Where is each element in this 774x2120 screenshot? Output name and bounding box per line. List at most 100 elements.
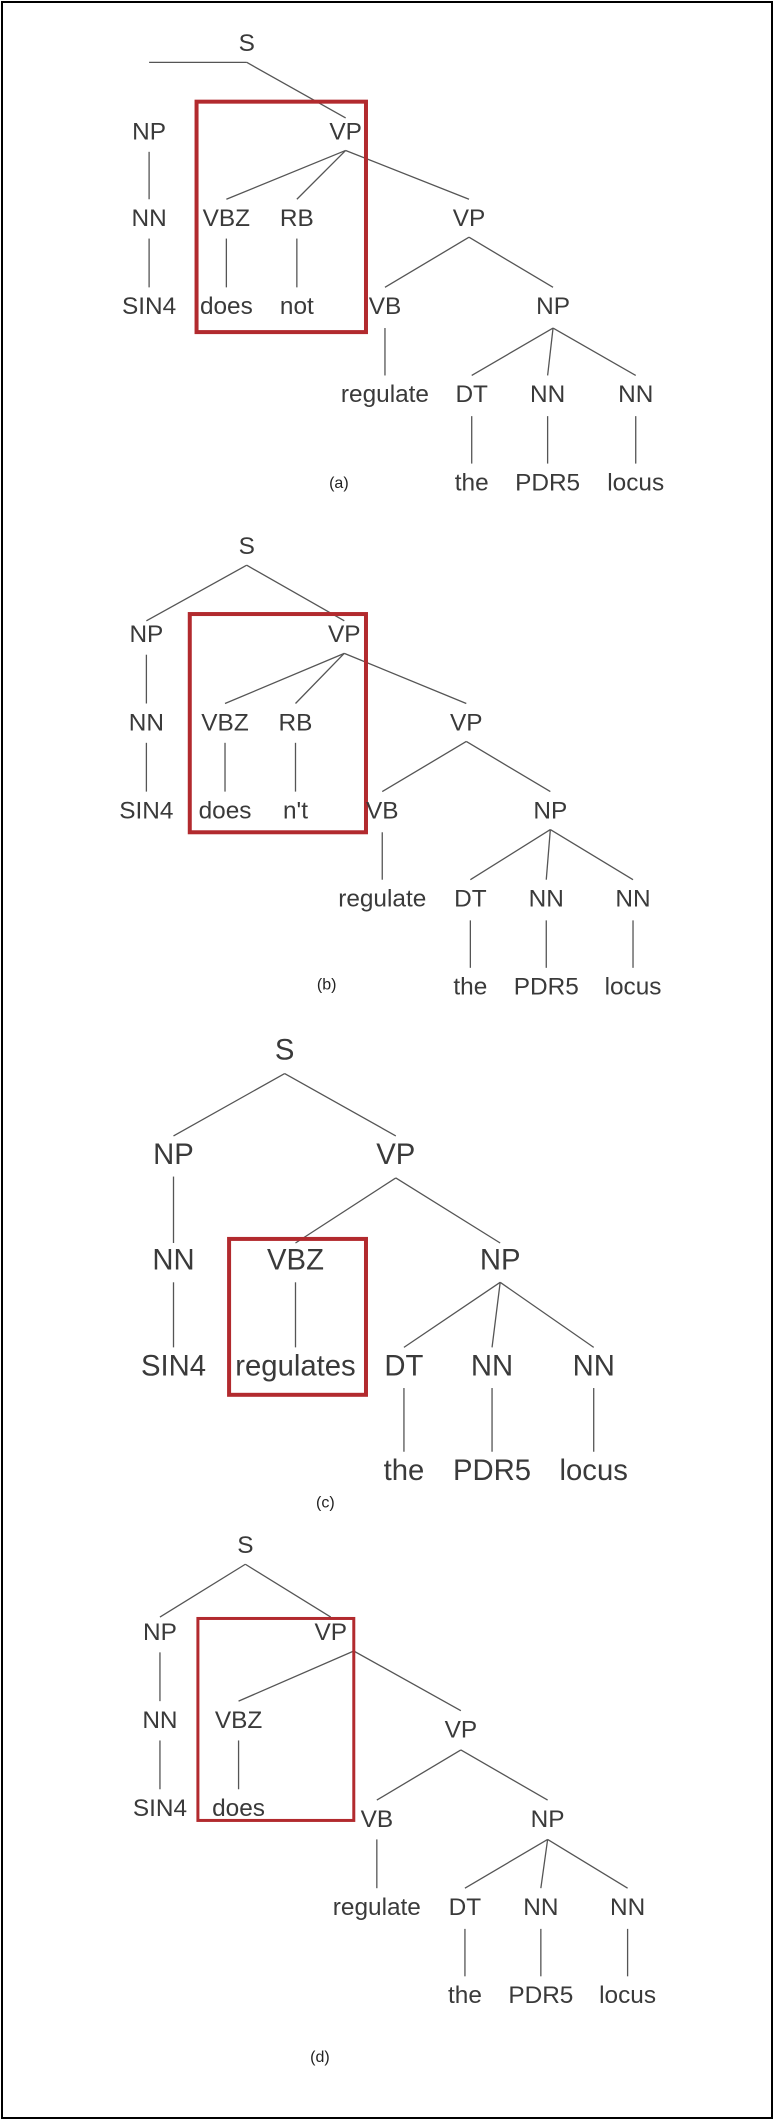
subfigure-caption: (c) bbox=[316, 1494, 335, 1511]
tree-edge bbox=[245, 1563, 332, 1618]
tree-node-np2: NP bbox=[480, 1245, 521, 1277]
tree-edge bbox=[470, 829, 551, 881]
tree-node-the: the bbox=[384, 1455, 425, 1487]
tree-edge bbox=[395, 1177, 501, 1244]
tree-node-locus: locus bbox=[607, 469, 664, 496]
tree-node-the: the bbox=[448, 1982, 482, 2009]
tree-node-sin4: SIN4 bbox=[122, 293, 176, 320]
tree-node-vp: VP bbox=[376, 1139, 415, 1171]
tree-node-pdr5: PDR5 bbox=[514, 974, 579, 1001]
tree-edge bbox=[146, 564, 248, 622]
tree-node-nn3: NN bbox=[618, 381, 653, 408]
tree-edge bbox=[295, 652, 345, 704]
highlight-box bbox=[187, 612, 368, 835]
tree-node-s: S bbox=[275, 1035, 295, 1067]
tree-node-vp2: VP bbox=[450, 709, 483, 736]
tree-node-sin4: SIN4 bbox=[119, 797, 173, 824]
tree-node-vp2: VP bbox=[445, 1716, 478, 1743]
highlight-box bbox=[194, 99, 368, 335]
tree-node-rb: RB bbox=[280, 205, 314, 232]
tree-node-does: does bbox=[199, 797, 252, 824]
tree-edge bbox=[246, 61, 346, 119]
tree-edge bbox=[159, 1563, 246, 1618]
tree-node-nn: NN bbox=[129, 709, 164, 736]
tree-node-dt: DT bbox=[454, 885, 487, 912]
tree-node-np: NP bbox=[143, 1619, 177, 1646]
tree-node-rb: RB bbox=[279, 709, 313, 736]
tree-edge bbox=[464, 1838, 548, 1889]
tree-node-does: does bbox=[212, 1795, 265, 1822]
tree-edge bbox=[376, 1749, 462, 1801]
tree-node-nn2: NN bbox=[530, 381, 565, 408]
tree-node-regulate: regulate bbox=[341, 381, 429, 408]
tree-node-nn2: NN bbox=[471, 1350, 513, 1382]
tree-node-nn3: NN bbox=[573, 1350, 615, 1382]
tree-edge bbox=[353, 1650, 462, 1712]
tree-node-np: NP bbox=[132, 118, 166, 145]
tree-node-s: S bbox=[237, 1532, 253, 1559]
subfigure-caption: (b) bbox=[317, 977, 337, 994]
tree-node-vb: VB bbox=[369, 293, 402, 320]
tree-node-nn: NN bbox=[152, 1245, 194, 1277]
tree-node-locus: locus bbox=[599, 1982, 656, 2009]
tree-node-vp2: VP bbox=[453, 205, 486, 232]
tree-edge bbox=[296, 150, 347, 200]
tree-node-np2: NP bbox=[531, 1806, 565, 1833]
tree-node-pdr5: PDR5 bbox=[515, 469, 580, 496]
tree-node-np: NP bbox=[153, 1139, 194, 1171]
tree-node-regulate: regulate bbox=[338, 885, 426, 912]
subfigure-caption: (a) bbox=[329, 475, 349, 492]
tree-node-locus: locus bbox=[560, 1455, 628, 1487]
tree-edge bbox=[403, 1281, 501, 1348]
tree-node-vbz: VBZ bbox=[267, 1245, 324, 1277]
tree-edge bbox=[344, 652, 467, 705]
tree-edge bbox=[460, 1749, 548, 1801]
tree-edge bbox=[173, 1072, 285, 1137]
tree-node-dt: DT bbox=[449, 1894, 482, 1921]
tree-node-sin4: SIN4 bbox=[133, 1795, 187, 1822]
tree-node-vp: VP bbox=[329, 118, 362, 145]
tree-edge bbox=[471, 327, 554, 377]
tree-node-not: n't bbox=[283, 797, 308, 824]
tree-node-nn2: NN bbox=[523, 1894, 558, 1921]
tree-node-sin4: SIN4 bbox=[141, 1350, 206, 1382]
tree-node-nn2: NN bbox=[529, 885, 564, 912]
tree-edge bbox=[238, 1650, 355, 1702]
highlight-box bbox=[227, 1236, 368, 1397]
tree-edge bbox=[295, 1177, 397, 1244]
tree-node-vbz: VBZ bbox=[203, 205, 251, 232]
tree-node-nn: NN bbox=[142, 1707, 177, 1734]
tree-node-vbz: VBZ bbox=[215, 1707, 263, 1734]
tree-node-regulate: regulate bbox=[333, 1894, 421, 1921]
tree-node-np2: NP bbox=[536, 293, 570, 320]
tree-node-dt: DT bbox=[455, 381, 488, 408]
tree-node-regulates: regulates bbox=[235, 1350, 355, 1382]
tree-edge bbox=[246, 564, 345, 622]
tree-edge bbox=[384, 236, 470, 288]
tree-node-not: not bbox=[280, 293, 314, 320]
tree-node-vb: VB bbox=[366, 797, 399, 824]
tree-node-nn: NN bbox=[131, 205, 166, 232]
tree-edge bbox=[546, 327, 554, 376]
tree-node-np: NP bbox=[129, 621, 163, 648]
tree-edge bbox=[499, 1281, 595, 1348]
tree-edge bbox=[491, 1282, 501, 1348]
tree-node-the: the bbox=[453, 974, 487, 1001]
tree-edge bbox=[552, 327, 637, 377]
tree-node-nn3: NN bbox=[615, 885, 650, 912]
tree-node-vb: VB bbox=[361, 1806, 394, 1833]
tree-node-the: the bbox=[455, 469, 489, 496]
tree-node-np2: NP bbox=[533, 797, 567, 824]
tree-edge bbox=[545, 829, 551, 880]
tree-node-s: S bbox=[239, 30, 255, 57]
tree-node-s: S bbox=[239, 533, 255, 560]
tree-edge bbox=[381, 740, 467, 793]
tree-node-pdr5: PDR5 bbox=[508, 1982, 573, 2009]
tree-edge bbox=[224, 652, 345, 705]
